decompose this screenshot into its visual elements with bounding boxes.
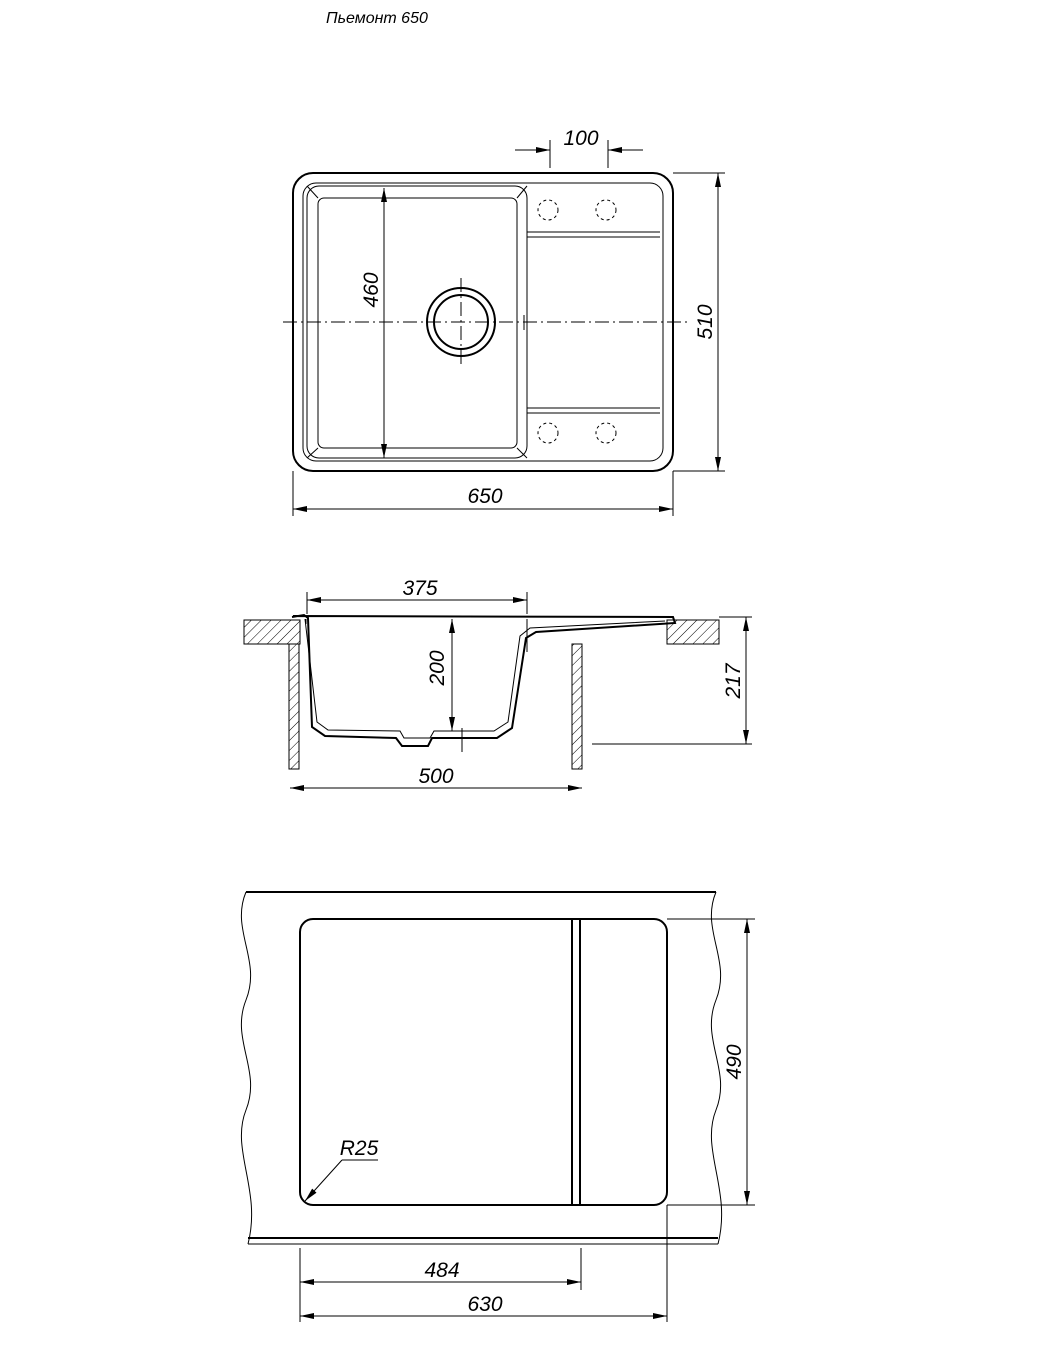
bowl-inner (317, 197, 518, 449)
cabinet-wall-right (571, 643, 583, 770)
tap-hole-icon (537, 422, 559, 444)
dim-510: 510 (694, 304, 717, 339)
top-view: 460 100 510 650 (283, 127, 725, 516)
dim-650: 650 (467, 485, 502, 508)
dim-500: 500 (418, 765, 453, 788)
dim-375: 375 (402, 577, 437, 600)
dim-490: 490 (723, 1044, 746, 1079)
tap-hole-icon (537, 199, 559, 221)
sink-profile-inner (304, 618, 666, 739)
sink-profile-outer (291, 613, 677, 747)
tap-hole-icon (595, 199, 617, 221)
dim-484: 484 (424, 1259, 459, 1282)
side-view: 375 200 217 500 (243, 577, 752, 791)
dim-460: 460 (360, 272, 383, 307)
cabinet-wall-left (288, 643, 300, 770)
cutout-outline (299, 918, 668, 1206)
dim-r25: R25 (340, 1137, 379, 1160)
dim-217: 217 (722, 662, 745, 699)
dim-200: 200 (426, 650, 449, 686)
cutout-view: 490 R25 484 630 (240, 891, 755, 1322)
dim-leader-r25 (304, 1159, 343, 1202)
tap-hole-icon (595, 422, 617, 444)
break-line-right (710, 891, 723, 1245)
break-line-left (240, 891, 253, 1245)
dim-630: 630 (467, 1293, 502, 1316)
countertop-left (243, 619, 301, 645)
countertop-right (666, 619, 720, 645)
dim-100: 100 (563, 127, 598, 150)
drawing-title: Пьемонт 650 (326, 10, 428, 27)
